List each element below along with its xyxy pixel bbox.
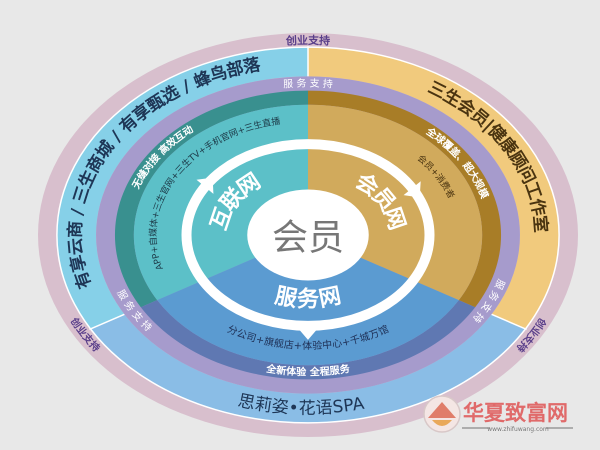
internet-dark-ring xyxy=(114,90,309,308)
arrow-head-icon xyxy=(296,325,320,340)
brand-sector-left xyxy=(56,47,308,329)
service-dark-ring xyxy=(140,300,476,380)
service-sector xyxy=(157,235,459,366)
watermark-name: 华夏致富网 xyxy=(463,401,568,425)
watermark-roof-icon xyxy=(428,402,456,418)
member-dark-ring xyxy=(308,90,502,308)
outer-ring-label-top: 创业支持 xyxy=(285,33,331,48)
brand-divider xyxy=(89,313,125,331)
arrow-head-icon xyxy=(196,177,214,194)
arrow-head-icon xyxy=(403,181,421,198)
service-ring-label-top: 服 务 支 持 xyxy=(283,76,334,90)
center-circle xyxy=(247,189,369,281)
watermark-ingot-icon xyxy=(432,420,452,426)
brand-sector-right xyxy=(308,47,560,329)
center-label: 会员 xyxy=(272,218,344,259)
service-net-title: 服务网 xyxy=(273,283,343,312)
watermark-url: www.zhifuwang.com xyxy=(487,426,549,433)
brand-divider xyxy=(491,313,527,331)
watermark-logo: 华夏致富网 www.zhifuwang.com xyxy=(423,395,573,433)
brand-sector-bottom xyxy=(90,314,526,423)
